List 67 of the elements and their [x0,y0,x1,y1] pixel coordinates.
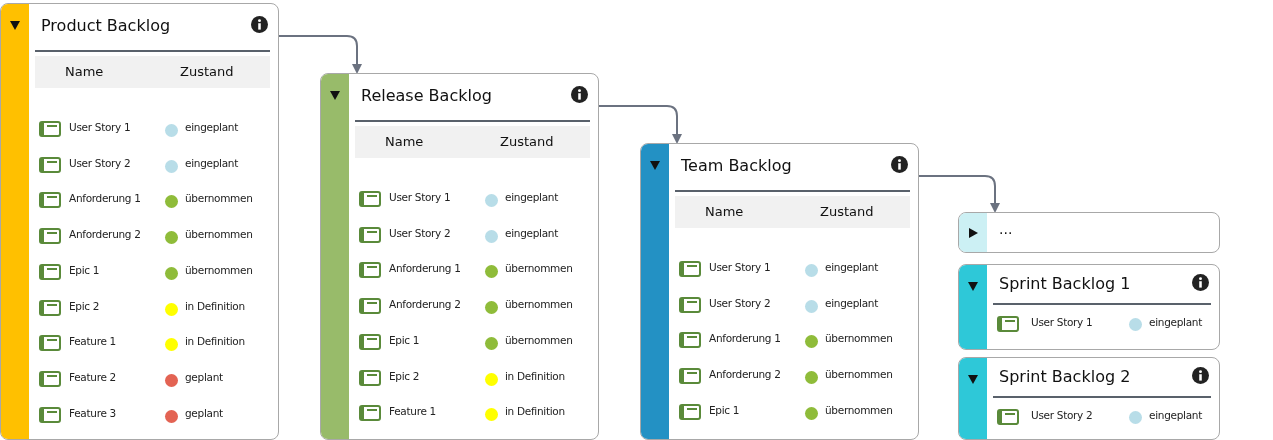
item-name: User Story 1 [389,191,451,203]
item-name: Feature 1 [69,335,116,348]
item-name: Epic 1 [69,263,100,276]
item-name: Epic 2 [389,369,420,382]
item-name: Epic 1 [709,403,740,416]
status-text: eingeplant [1149,316,1202,328]
item-name: Anforderung 2 [709,368,781,381]
item-name: User Story 2 [69,156,131,169]
arrow [278,35,362,74]
status-text: eingeplant [1149,409,1202,421]
status-text: übernommen [185,192,253,205]
status-text: in Definition [185,299,245,312]
item-name: Anforderung 1 [709,332,781,345]
arrow [918,175,1000,213]
backlog-card [320,73,599,440]
item-name: User Story 2 [1031,409,1093,421]
status-text: eingeplant [185,121,238,133]
status-text: übernommen [825,403,893,416]
backlog-card [958,264,1220,350]
column-header: Zustand [820,204,874,219]
column-header: Name [65,64,104,79]
status-text: übernommen [825,368,893,381]
column-header: Name [705,204,744,219]
item-name: Feature 3 [69,406,116,419]
card-title: Release Backlog [361,86,492,105]
item-name: User Story 2 [709,296,771,309]
status-text: eingeplant [825,261,878,273]
card-title: Team Backlog [681,156,792,175]
item-name: User Story 2 [389,226,451,239]
item-name: Feature 2 [69,370,116,383]
item-name: User Story 1 [1031,316,1093,328]
status-text: übernommen [185,263,253,276]
column-header: Name [385,134,424,149]
item-name: Epic 2 [69,299,100,312]
column-header: Zustand [180,64,234,79]
card-title: Sprint Backlog 2 [999,367,1131,386]
card-title: Product Backlog [41,16,171,35]
item-name: Feature 1 [389,405,436,418]
item-name: User Story 1 [709,261,771,273]
status-text: eingeplant [505,226,558,239]
item-name: User Story 1 [69,121,131,133]
ellipsis-text: ... [999,221,1013,237]
backlog-card [0,3,279,440]
backlog-card [958,212,1220,253]
status-text: geplant [185,370,223,383]
item-name: Anforderung 1 [69,192,141,205]
status-text: übernommen [505,262,573,275]
status-text: eingeplant [505,191,558,203]
item-name: Anforderung 2 [69,228,141,241]
status-text: in Definition [505,369,565,382]
status-text: übernommen [825,332,893,345]
backlog-card [958,357,1220,440]
arrow [598,105,682,144]
status-text: übernommen [185,228,253,241]
status-text: eingeplant [825,296,878,309]
item-name: Anforderung 2 [389,298,461,311]
status-text: in Definition [505,405,565,418]
card-title: Sprint Backlog 1 [999,274,1131,293]
status-text: in Definition [185,335,245,348]
status-text: eingeplant [185,156,238,169]
status-text: geplant [185,406,223,419]
item-name: Anforderung 1 [389,262,461,275]
status-text: übernommen [505,333,573,346]
status-text: übernommen [505,298,573,311]
backlog-card [640,143,919,440]
column-header: Zustand [500,134,554,149]
item-name: Epic 1 [389,333,420,346]
